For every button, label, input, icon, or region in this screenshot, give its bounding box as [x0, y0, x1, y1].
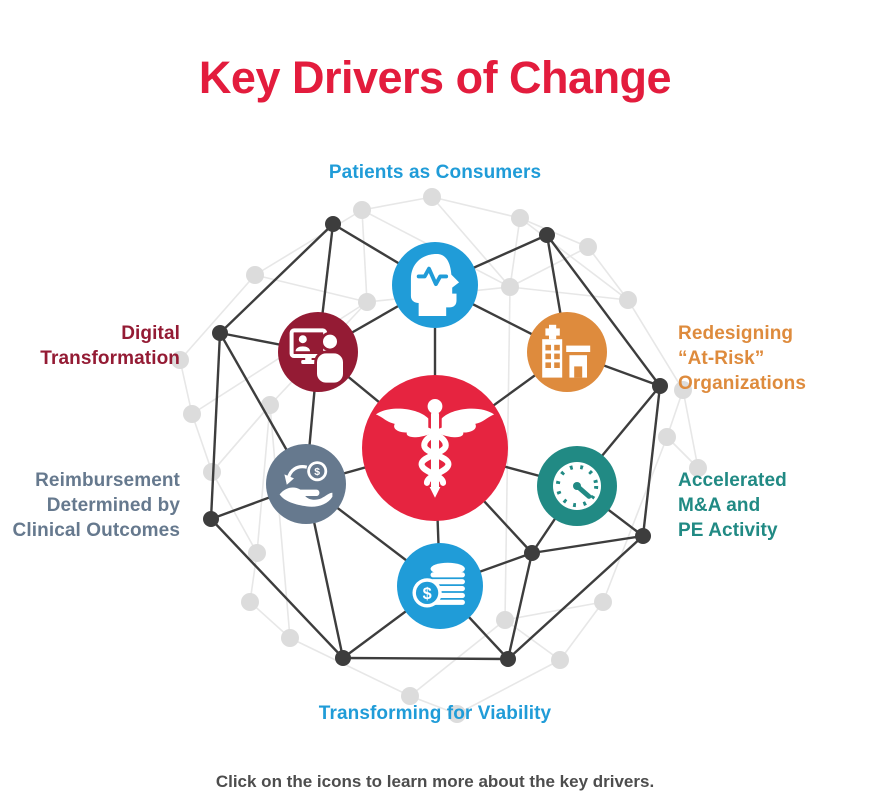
healthcare-center-button[interactable] [362, 375, 508, 521]
hand-coin-icon: $ [279, 461, 333, 507]
patients-as-consumers-button[interactable] [392, 242, 478, 328]
accelerated-ma-pe-activity-button[interactable] [537, 446, 617, 526]
svg-text:$: $ [423, 585, 432, 603]
label-reimbursement-clinical-outcomes: Reimbursement Determined by Clinical Out… [12, 470, 180, 541]
hospital-icon [542, 324, 591, 378]
label-transforming-for-viability: Transforming for Viability [318, 703, 552, 724]
reimbursement-clinical-outcomes-button[interactable]: $ [266, 444, 346, 524]
digital-transformation-button[interactable] [278, 312, 358, 392]
label-digital-transformation: Digital Transformation [40, 323, 180, 369]
page-title: Key Drivers of Change [198, 52, 672, 103]
svg-text:$: $ [314, 467, 320, 478]
label-patients-as-consumers: Patients as Consumers [328, 162, 542, 183]
coins-icon: $ [412, 562, 465, 608]
transforming-for-viability-button[interactable]: $ [397, 543, 483, 629]
gauge-icon [553, 462, 601, 510]
label-accelerated-ma-pe-activity: Accelerated M&A and PE Activity [678, 470, 787, 541]
head-pulse-icon [410, 254, 460, 316]
footer-instruction: Click on the icons to learn more about t… [215, 772, 655, 791]
caduceus-icon [375, 398, 495, 498]
telehealth-icon [289, 328, 346, 386]
label-redesigning-at-risk-organizations: Redesigning “At-Risk” Organizations [678, 323, 806, 394]
redesigning-at-risk-organizations-button[interactable] [527, 312, 607, 392]
